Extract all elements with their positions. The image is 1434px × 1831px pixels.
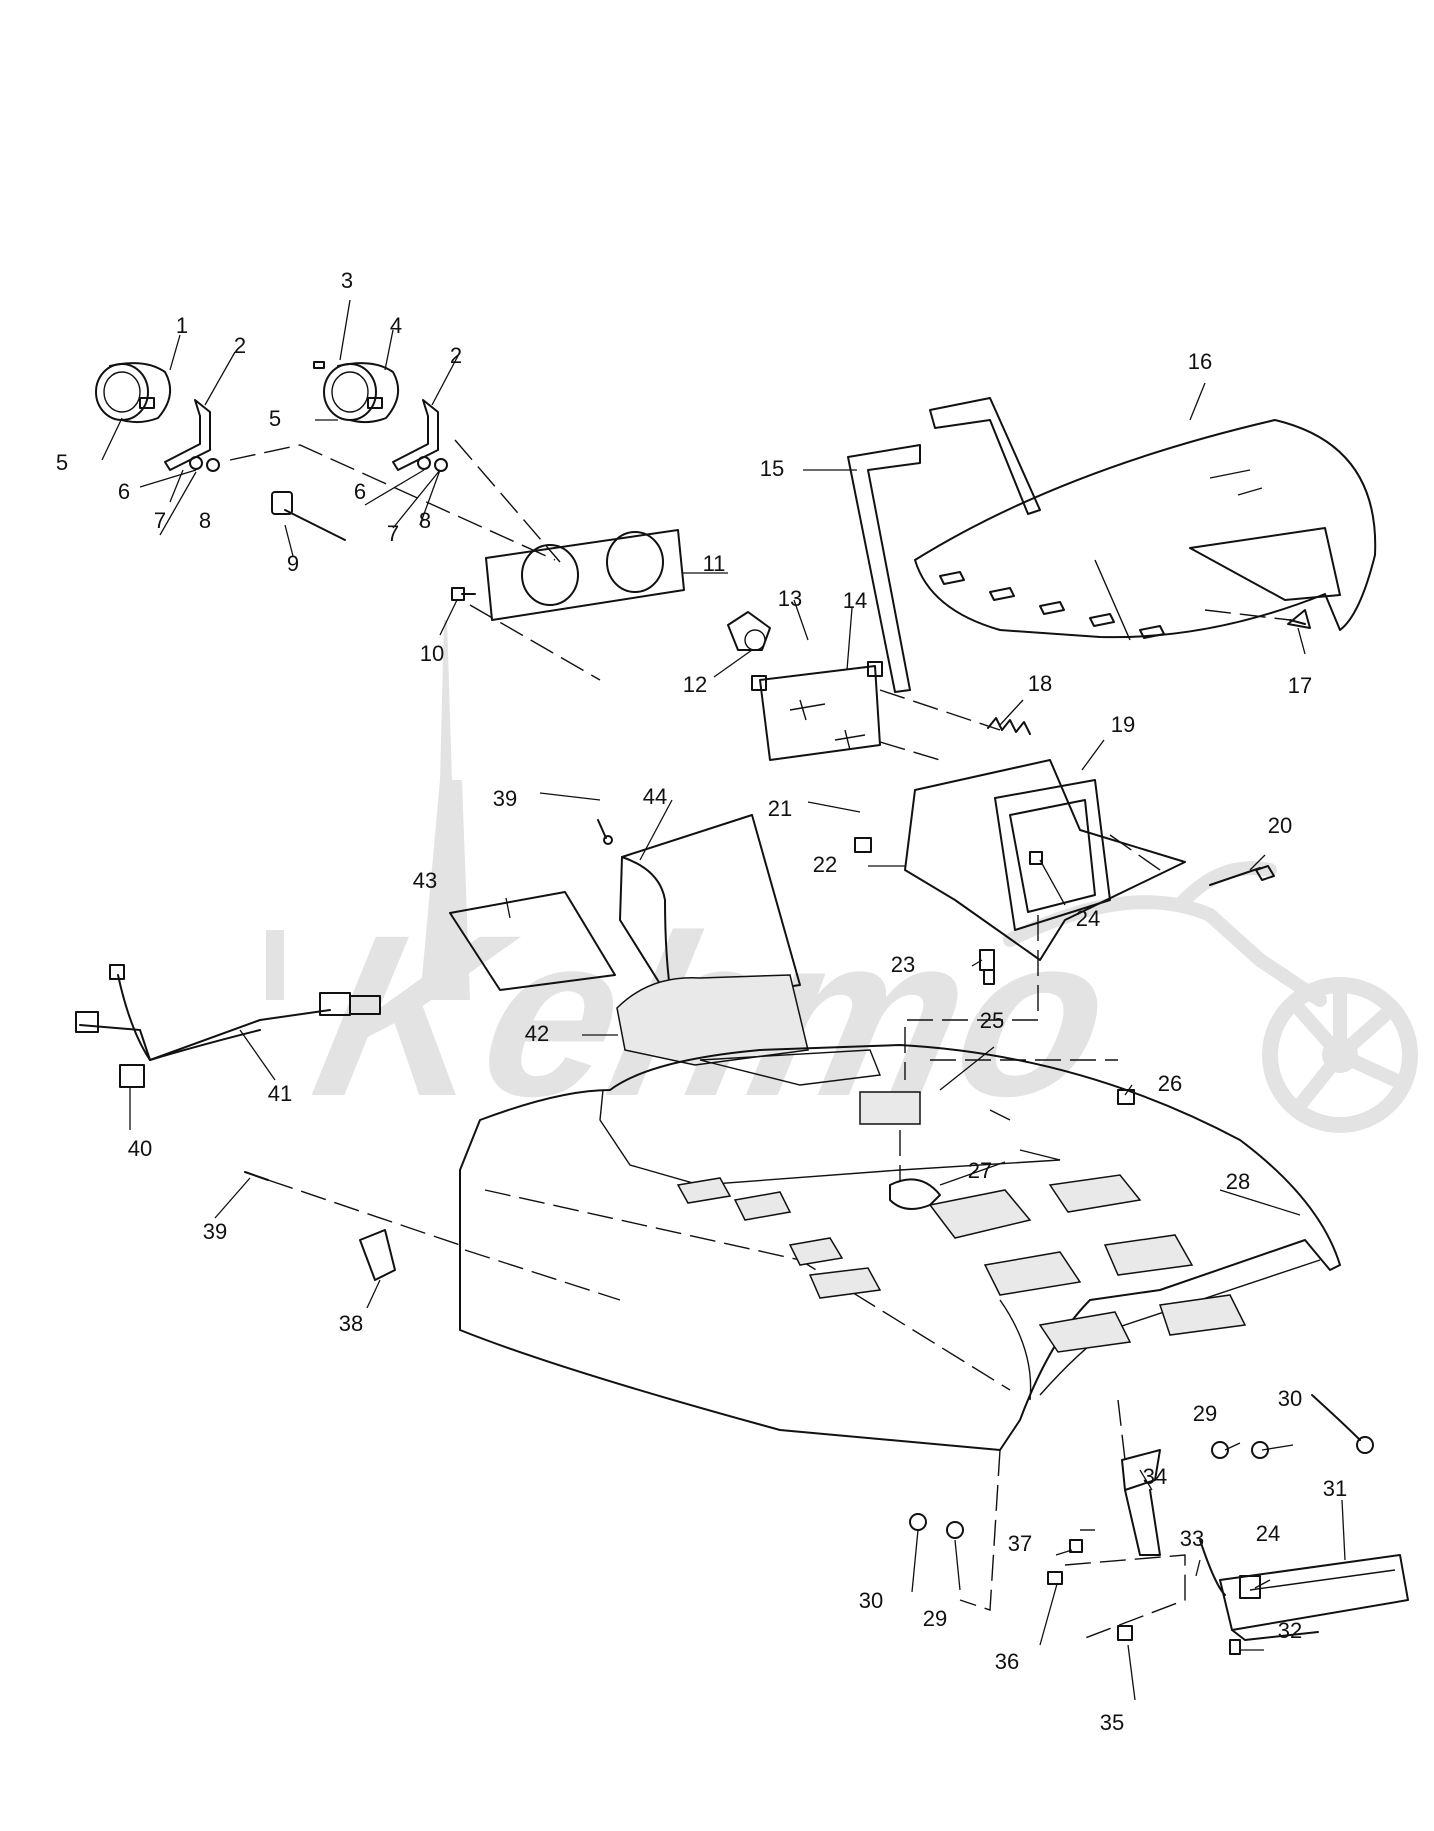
hood-part-28 [459,1044,1341,1451]
headlight-part-14 [751,661,883,761]
callout-38: 38 [339,1311,363,1336]
callout-6-left: 6 [118,479,130,504]
callout-24-upper: 24 [1076,906,1100,931]
callout-18: 18 [1028,671,1052,696]
callout-17: 17 [1288,673,1312,698]
windshield-part-16 [914,419,1377,641]
callout-14: 14 [843,588,867,613]
left-gauge [95,362,172,424]
callout-8-right: 8 [419,508,431,533]
callout-31: 31 [1323,1476,1347,1501]
callout-41: 41 [268,1081,292,1106]
taillight-part-31 [1219,1554,1409,1641]
callout-6-right: 6 [354,479,366,504]
callout-25: 25 [980,1008,1004,1033]
callout-35: 35 [1100,1710,1124,1735]
callout-7-left: 7 [154,508,166,533]
callout-21: 21 [768,796,792,821]
callout-32: 32 [1278,1618,1302,1643]
callout-7-right: 7 [387,521,399,546]
washers-nuts [189,361,448,472]
callout-42: 42 [525,1021,549,1046]
callout-30-right: 30 [1278,1386,1302,1411]
callout-39-lower: 39 [203,1219,227,1244]
callout-5-lower: 5 [56,450,68,475]
leader-lines [101,299,1346,1701]
lower-fasteners [244,1089,1374,1655]
headlight-bucket-part-19 [904,759,1186,961]
rivet-part-17 [1287,609,1311,629]
callout-37: 37 [1008,1531,1032,1556]
callout-20: 20 [1268,813,1292,838]
callout-33: 33 [1180,1526,1204,1551]
callout-2-right: 2 [450,343,462,368]
assembly-lines [229,439,1291,1641]
headlight-bulb-part-12 [727,611,771,651]
callout-labels: 1 2 3 4 2 5 5 6 7 8 6 7 8 9 10 11 12 13 … [56,268,1347,1735]
callout-15: 15 [760,456,784,481]
foam-part-42 [616,974,809,1066]
callout-29-left: 29 [923,1606,947,1631]
callout-36: 36 [995,1649,1019,1674]
callout-26: 26 [1158,1071,1182,1096]
callout-13: 13 [778,586,802,611]
windshield-trim-part-15 [847,397,1041,693]
callout-23: 23 [891,952,915,977]
callout-11: 11 [703,551,726,576]
callout-5-upper: 5 [269,406,281,431]
callout-10: 10 [420,641,444,666]
callout-1: 1 [176,313,188,338]
callout-39-upper: 39 [493,786,517,811]
gauge-bracket-right [392,399,439,471]
callout-3: 3 [341,268,353,293]
callout-27: 27 [968,1158,992,1183]
screw-part-10 [451,587,476,601]
callout-40: 40 [128,1136,152,1161]
callout-4: 4 [390,313,402,338]
callout-9: 9 [287,551,299,576]
callout-22: 22 [813,852,837,877]
callout-24-lower: 24 [1256,1521,1280,1546]
watermark: Kehmo [266,620,1418,1144]
callout-29-right: 29 [1193,1401,1217,1426]
callout-19: 19 [1111,712,1135,737]
fasteners-20-21-23-24 [854,837,1275,985]
callout-30-left: 30 [859,1588,883,1613]
callout-16: 16 [1188,349,1212,374]
wiring-harness-part-41 [75,964,381,1088]
cable-part-9 [271,491,346,541]
right-gauge [323,362,400,424]
callout-28: 28 [1226,1169,1250,1194]
callout-12: 12 [683,672,707,697]
pin-part-39-upper [597,819,613,845]
callout-2-left: 2 [234,333,246,358]
callout-44: 44 [643,784,667,809]
callout-34: 34 [1143,1464,1167,1489]
gauge-panel-part-11 [485,529,685,621]
callout-8-left: 8 [199,508,211,533]
gauge-bracket-left [164,399,211,471]
spring-part-18 [987,717,1031,735]
vent-pad-part-43 [449,891,616,991]
callout-43: 43 [413,868,437,893]
